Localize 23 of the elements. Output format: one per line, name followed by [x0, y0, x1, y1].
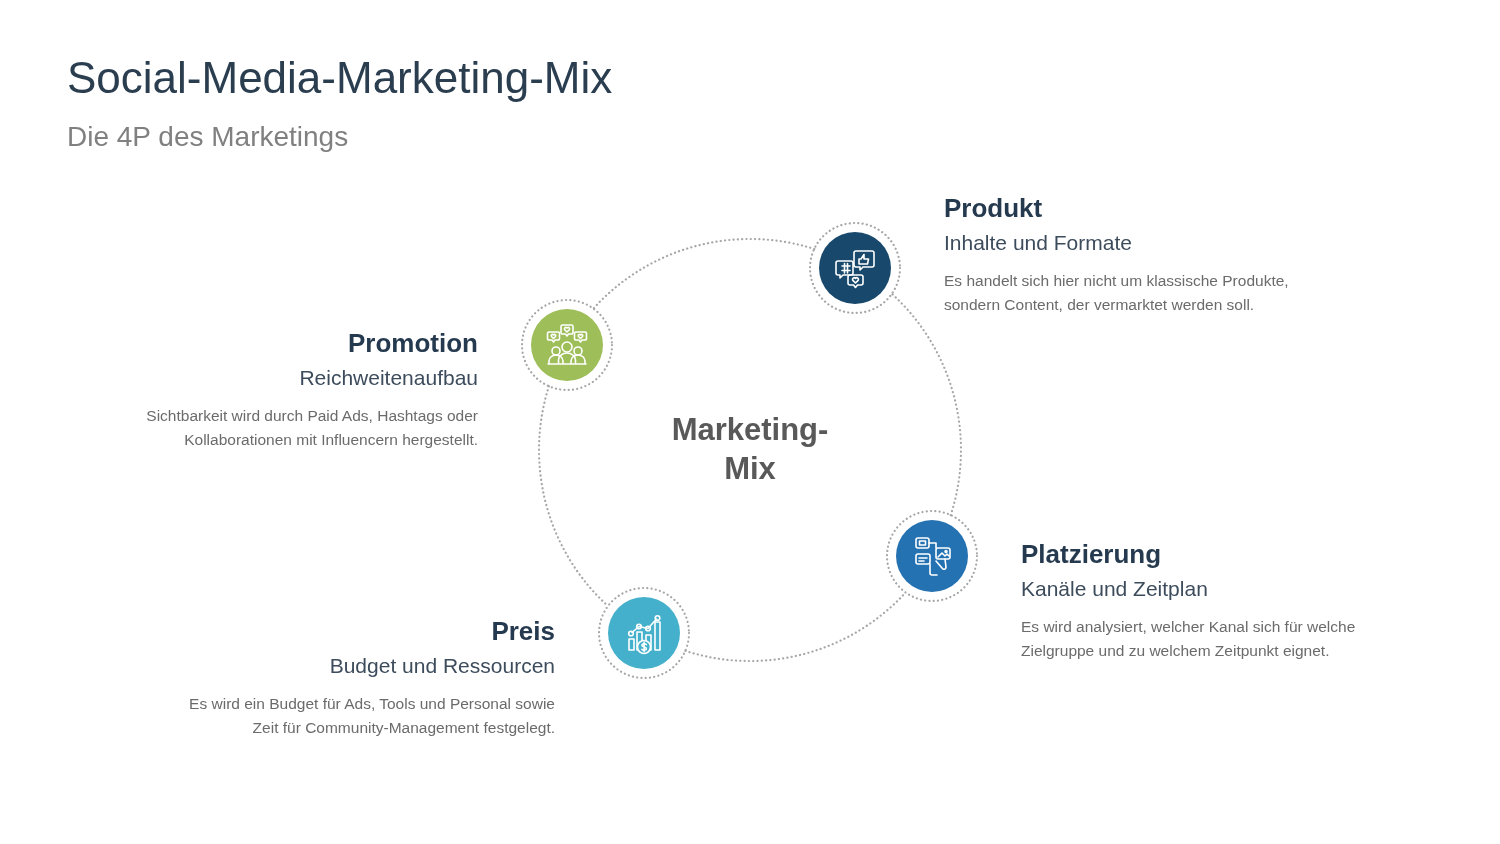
dotted-arc	[890, 292, 962, 517]
subheading: Budget und Ressourcen	[329, 653, 555, 679]
dotted-circle	[808, 221, 902, 315]
subheading: Reichweitenaufbau	[299, 365, 478, 391]
heading: Produkt	[944, 192, 1043, 224]
subheading: Inhalte und Formate	[944, 230, 1132, 256]
subtitle: Die 4P des Marketings	[67, 120, 349, 154]
heading: Platzierung	[1021, 538, 1162, 570]
dotted-circle	[597, 586, 691, 680]
dotted-arc	[538, 385, 609, 608]
center-label: Marketing-Mix	[670, 411, 830, 488]
description: Es handelt sich hier nicht um klassische Produkte, sondern Content, der vermarktet werden soll.	[944, 271, 1290, 315]
dotted-circle	[885, 509, 979, 603]
dotted-circle	[520, 298, 614, 392]
description: Es wird ein Budget für Ads, Tools und Personal sowie Zeit für Community-Management festgelegt.	[188, 694, 555, 738]
subheading: Kanäle und Zeitplan	[1021, 576, 1208, 602]
heading: Preis	[491, 615, 555, 647]
title: Social-Media-Marketing-Mix	[67, 53, 613, 103]
heading: Promotion	[348, 327, 478, 359]
description: Sichtbarkeit wird durch Paid Ads, Hashtags oder Kollaborationen mit Influencern hergestellt.	[145, 406, 478, 450]
dotted-arc	[592, 238, 816, 310]
dotted-arc	[684, 591, 907, 662]
description: Es wird analysiert, welcher Kanal sich für welche Zielgruppe und zu welchem Zeitpunkt eignet.	[1021, 617, 1357, 661]
